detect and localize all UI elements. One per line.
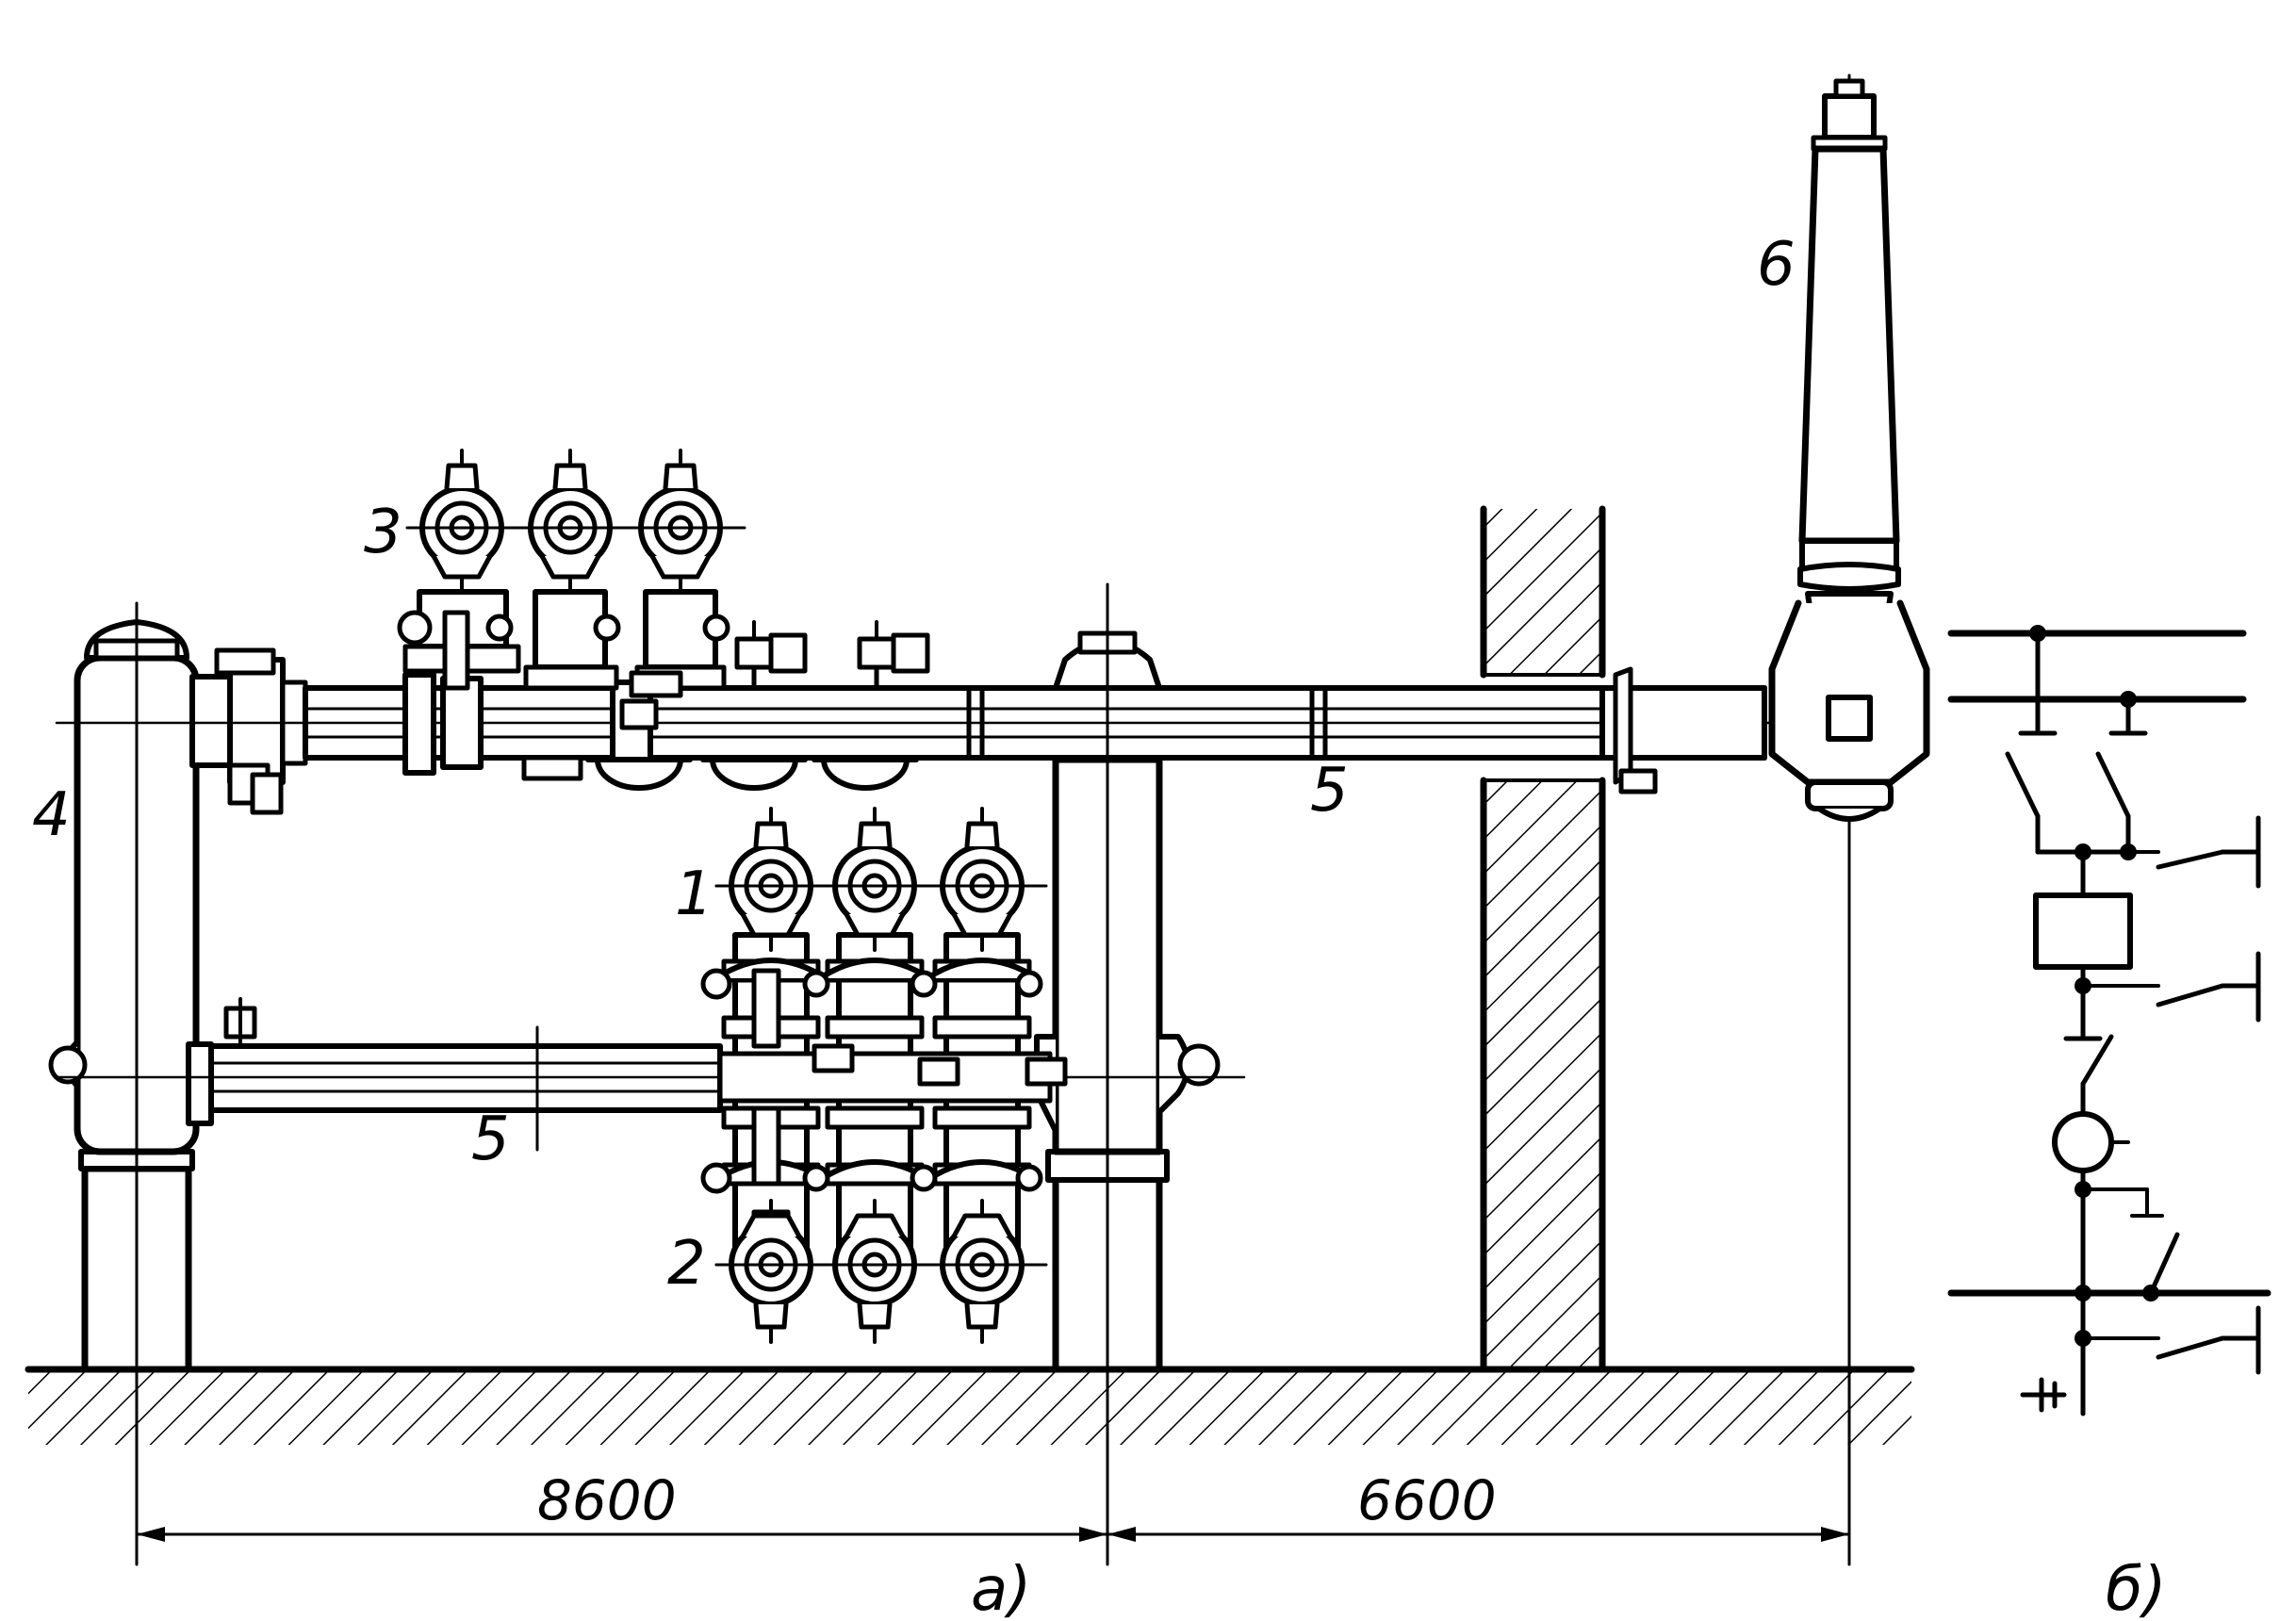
circuit-breaker-tank [48, 601, 200, 1387]
lower-gas-bus-duct [55, 997, 1246, 1152]
outdoor-bushing [1768, 74, 1930, 1566]
label-5-upper: 5 [1310, 756, 1349, 826]
caption-a: а) [971, 1555, 1031, 1621]
label-1: 1 [675, 860, 713, 929]
single-line-diagram [1947, 625, 2271, 1416]
label-2: 2 [667, 1229, 706, 1299]
label-4: 4 [32, 780, 71, 850]
dimension-right: 6600 [1357, 1468, 1497, 1532]
building-wall [1480, 505, 1606, 1373]
support-column [1034, 582, 1221, 1387]
dimension-left: 8600 [537, 1468, 677, 1532]
busbar-disconnectors [700, 809, 1068, 1342]
label-6: 6 [1757, 230, 1796, 300]
label-5-lower: 5 [471, 1105, 510, 1174]
dimension-lines [135, 1384, 1851, 1566]
label-3: 3 [364, 498, 402, 567]
upper-gas-bus-duct [55, 647, 1925, 815]
ground [25, 1366, 1915, 1445]
caption-b: б) [2106, 1555, 2166, 1621]
line-disconnectors [397, 450, 927, 788]
